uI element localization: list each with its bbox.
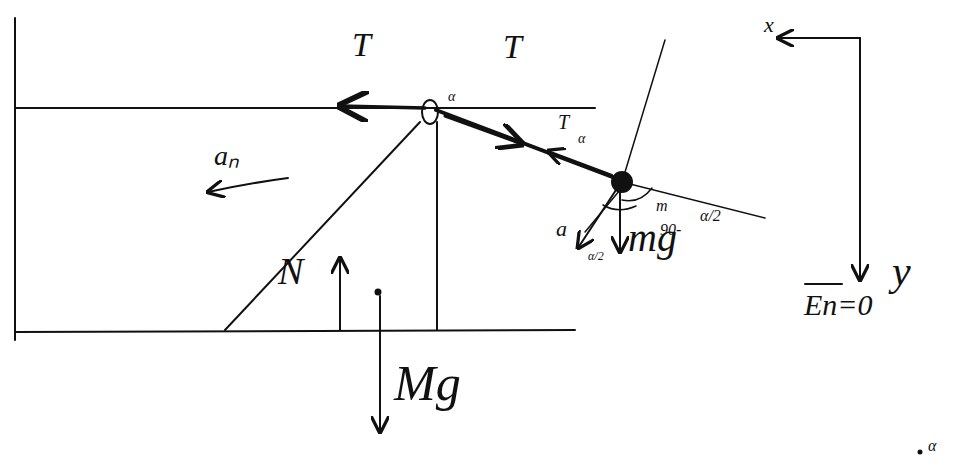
overline <box>805 283 842 285</box>
normal-arrow <box>339 258 341 330</box>
angle-label: α/2 <box>588 250 604 262</box>
dot <box>919 451 922 454</box>
angle-label: α/2 <box>700 208 721 224</box>
angle-label: 90- <box>660 222 681 238</box>
center-dot <box>376 290 381 295</box>
force-label: N <box>278 252 303 290</box>
y-axis <box>859 38 861 280</box>
floor-line <box>15 330 575 332</box>
tension-arrow <box>548 151 612 175</box>
wall-line <box>14 18 16 340</box>
acceleration-label: aₙ <box>214 142 239 170</box>
guide-line <box>622 40 665 182</box>
tension-label: T <box>503 30 522 64</box>
angle-label: α <box>578 132 585 146</box>
angle-label: α <box>448 90 455 104</box>
x-axis <box>778 37 860 39</box>
wedge-side <box>436 122 438 330</box>
acceleration-arrow <box>208 178 288 192</box>
axis-label: x <box>764 14 774 36</box>
mass-label: m <box>656 198 668 214</box>
tension-label: T <box>352 28 371 62</box>
angle-label: α <box>928 438 936 454</box>
force-label: Mg <box>394 358 461 408</box>
axis-label: y <box>892 250 911 292</box>
weight-arrow <box>379 296 381 432</box>
tension-arrow <box>445 116 522 144</box>
acceleration-label: a⃗ <box>556 218 584 240</box>
wedge-slope <box>225 122 420 330</box>
pulley <box>422 100 438 124</box>
tension-arrow <box>340 106 425 108</box>
angle-arc <box>622 188 652 201</box>
gravity-arrow <box>619 192 621 252</box>
rope <box>436 110 615 178</box>
guide-line <box>622 182 765 218</box>
table-top <box>15 107 595 109</box>
tension-label: T <box>558 112 569 132</box>
energy-label: Eп=0 <box>804 290 873 320</box>
